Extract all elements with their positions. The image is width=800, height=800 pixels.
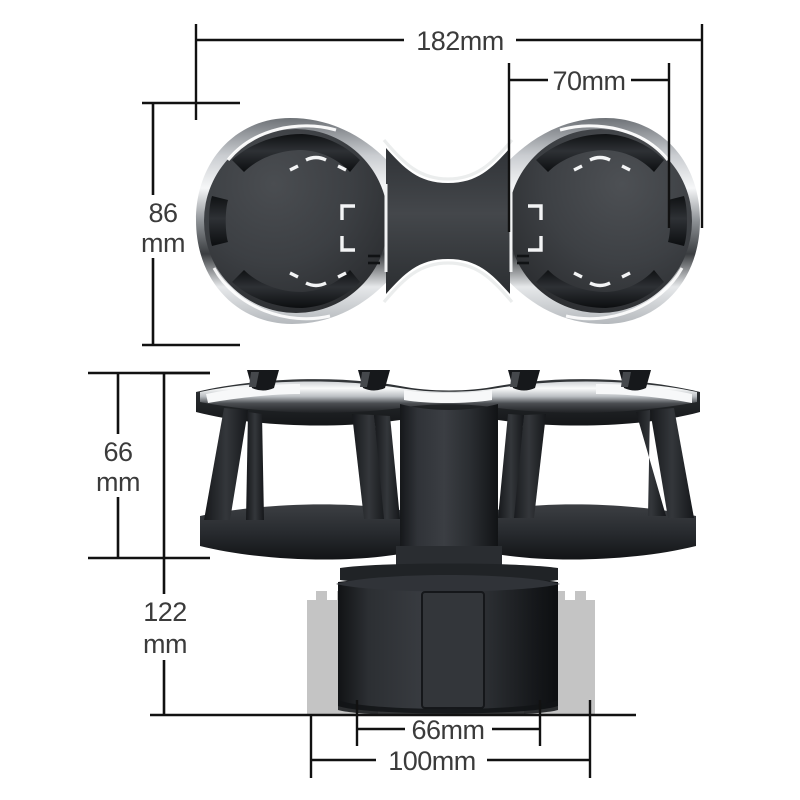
dimension-label-122mm-line2: mm <box>143 629 187 659</box>
dimension-label-66mm-height-line2: mm <box>96 467 140 497</box>
dimension-66mm-diameter <box>355 700 542 746</box>
dimension-122mm <box>150 371 636 717</box>
top-view-left-bracket-marks <box>289 155 355 288</box>
top-view-waist-highlight-bottom <box>382 261 514 304</box>
top-view-left-grip-tabs <box>209 134 360 308</box>
top-view-right-grip-tabs <box>536 134 687 308</box>
dimension-70mm <box>507 63 671 232</box>
top-view-graphic <box>196 118 700 324</box>
top-view-left-well-body <box>204 129 388 313</box>
side-view-legs <box>204 408 694 520</box>
top-view-waist-ticks <box>368 254 529 265</box>
side-view-center-column <box>400 404 498 556</box>
dimension-label-70mm: 70mm <box>552 66 625 96</box>
top-view-rim-highlight-right <box>559 124 670 162</box>
dimension-label-100mm: 100mm <box>388 746 476 776</box>
top-view-right-bracket-marks <box>528 155 631 288</box>
side-view-graphic <box>196 370 700 716</box>
side-view-base-rim <box>336 575 560 592</box>
dimension-label-66mm-diameter: 66mm <box>411 715 484 745</box>
side-view-grip-post-highlights <box>249 372 631 387</box>
top-view-rim-shadow-right <box>565 267 684 321</box>
side-view-base-panel <box>421 591 485 709</box>
dimension-100mm <box>309 700 592 778</box>
dimension-label-122mm-line1: 122 <box>143 597 187 627</box>
side-view-base-bottom <box>338 700 558 716</box>
dimension-label-86mm-line1: 86 <box>148 198 177 228</box>
side-view-chrome-highlights <box>206 384 692 403</box>
top-view-rim-highlight-left <box>226 124 337 162</box>
top-view-right-well-body <box>508 129 692 313</box>
dimension-86mm <box>142 101 240 347</box>
dimension-label-182mm: 182mm <box>416 26 504 56</box>
dimension-label-86mm-line2: mm <box>141 228 185 258</box>
top-view-waist-highlight-top <box>382 138 514 181</box>
top-view-waist <box>386 148 510 294</box>
dimension-label-66mm-height-line1: 66 <box>103 437 132 467</box>
top-view-rim-shadow-left <box>212 267 331 321</box>
